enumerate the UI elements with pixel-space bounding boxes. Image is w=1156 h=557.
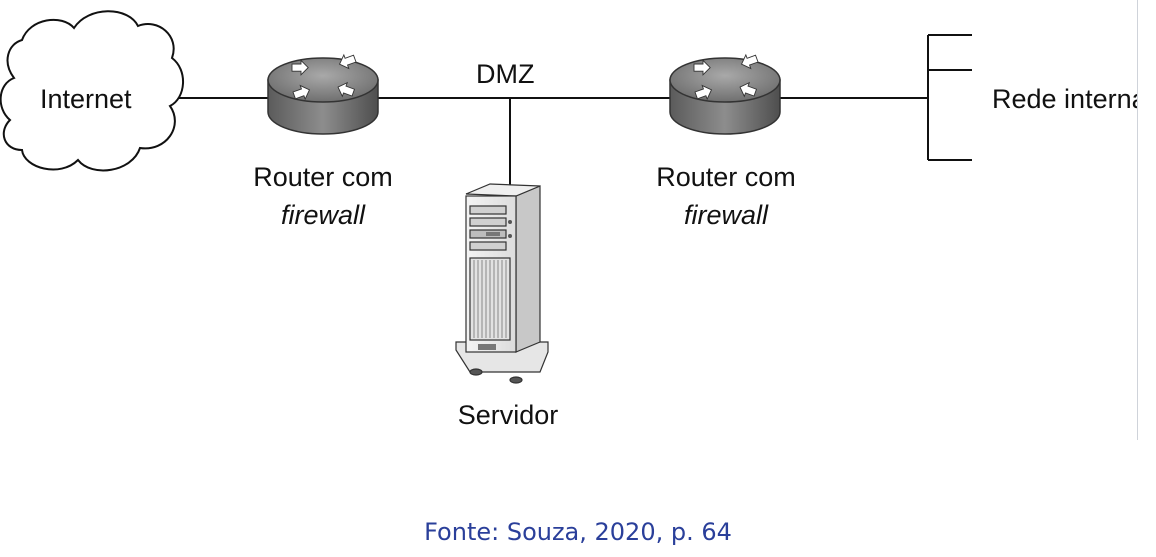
router-right-label-line1: Router com (656, 162, 796, 192)
server-tower-icon (455, 183, 549, 384)
internal-network-label: Rede interna (992, 84, 1147, 114)
internet-label: Internet (40, 84, 132, 114)
source-caption: Fonte: Souza, 2020, p. 64 (424, 518, 732, 546)
network-bus-icon (927, 34, 972, 161)
diagram-canvas (0, 10, 972, 384)
cloud-icon (0, 10, 185, 172)
server-label: Servidor (457, 400, 559, 430)
router-left-icon (267, 51, 379, 135)
dmz-label: DMZ (476, 59, 535, 89)
router-right-icon (669, 51, 781, 135)
router-left-label-line2: firewall (280, 200, 366, 230)
router-right-label-line2: firewall (683, 200, 769, 230)
image-right-edge (1137, 0, 1156, 440)
dmz-network-diagram: Internet DMZ Router com firewall Router … (0, 0, 1156, 440)
router-left-label-line1: Router com (253, 162, 393, 192)
